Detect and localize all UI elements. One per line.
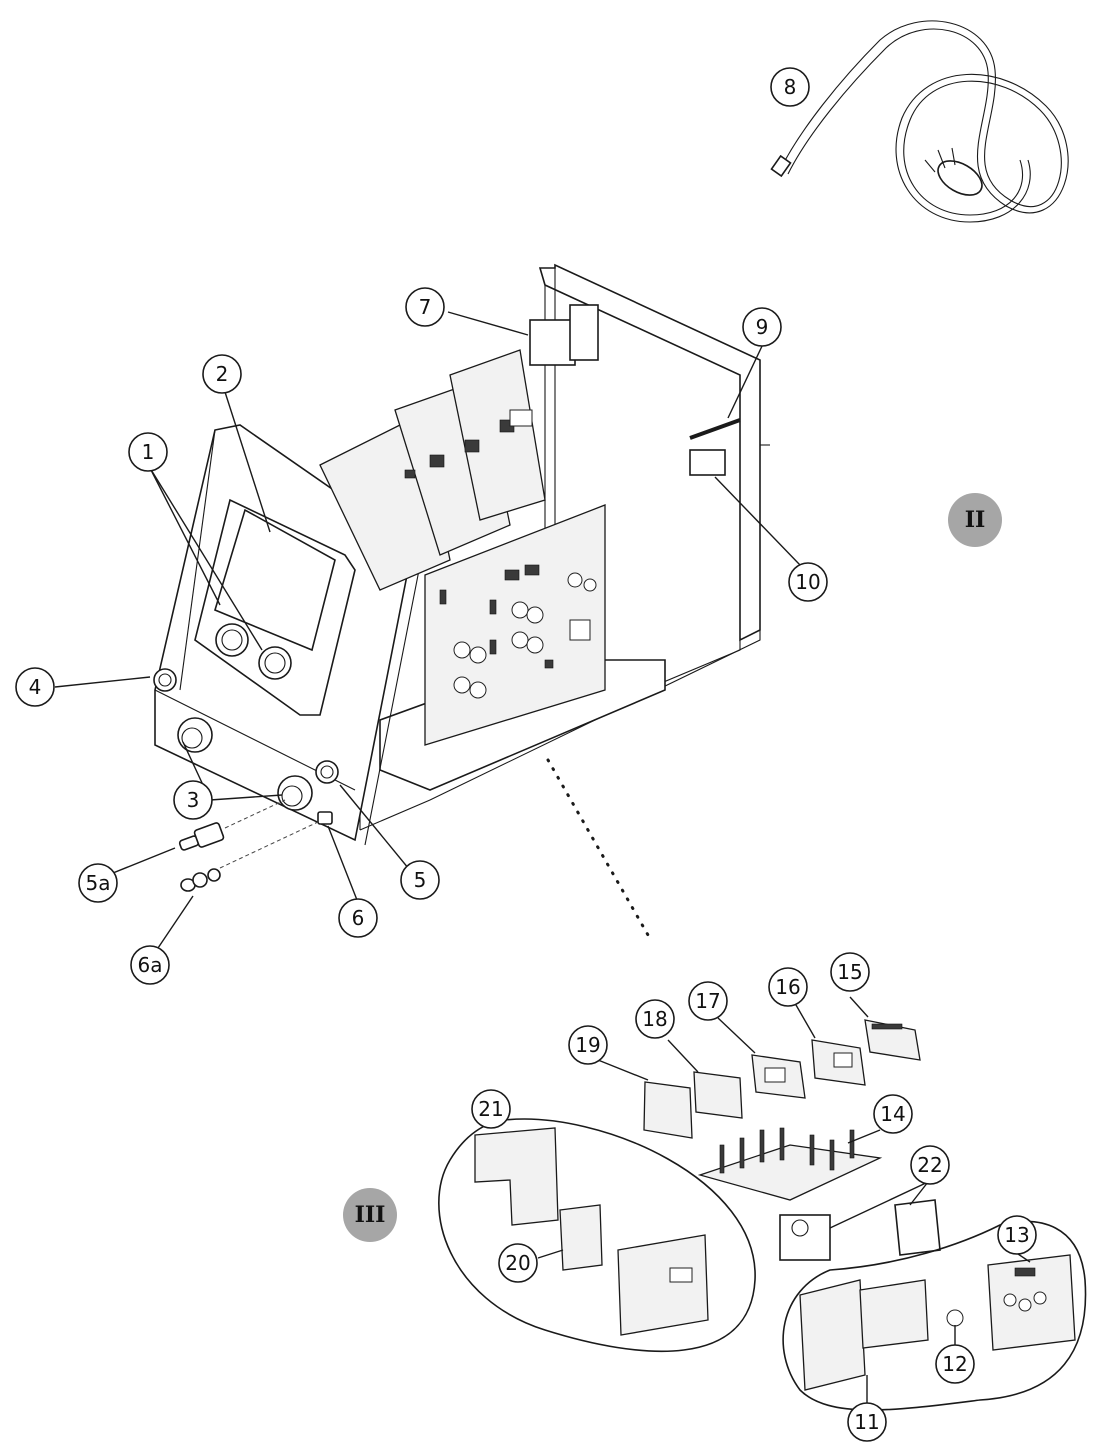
callout-label-11: 11 — [854, 1410, 879, 1434]
callout-label-13: 13 — [1004, 1223, 1029, 1247]
callout-label-9: 9 — [756, 315, 769, 339]
callout-label-15: 15 — [837, 960, 862, 984]
callout-label-6: 6 — [352, 906, 365, 930]
callout-22: 22 — [910, 1145, 950, 1185]
callout-12: 12 — [935, 1344, 975, 1384]
callout-5: 5 — [400, 860, 440, 900]
callout-13: 13 — [997, 1215, 1037, 1255]
callout-8: 8 — [770, 67, 810, 107]
callout-label-7: 7 — [419, 295, 432, 319]
callout-10: 10 — [788, 562, 828, 602]
group-badge-ii: II — [948, 493, 1002, 547]
callout-15: 15 — [830, 952, 870, 992]
callout-16: 16 — [768, 967, 808, 1007]
callout-label-16: 16 — [775, 975, 800, 999]
callout-4: 4 — [15, 667, 55, 707]
exploded-boards-drawing — [643, 1019, 941, 1261]
group-badge-ii-label: II — [965, 507, 986, 533]
group-20-21-boards-drawing — [474, 1127, 709, 1336]
callout-5a: 5a — [78, 863, 118, 903]
group-badge-iii-label: III — [355, 1202, 386, 1228]
callout-14: 14 — [873, 1094, 913, 1134]
callout-label-4: 4 — [29, 675, 42, 699]
callout-18: 18 — [635, 999, 675, 1039]
callout-1: 1 — [128, 432, 168, 472]
callout-label-5a: 5a — [86, 871, 111, 895]
callout-label-18: 18 — [642, 1007, 667, 1031]
callout-label-20: 20 — [505, 1251, 530, 1275]
callout-label-12: 12 — [942, 1352, 967, 1376]
callout-label-19: 19 — [575, 1033, 600, 1057]
callout-label-3: 3 — [187, 788, 200, 812]
callout-7: 7 — [405, 287, 445, 327]
board-components-drawing — [404, 409, 597, 699]
callout-6a: 6a — [130, 945, 170, 985]
fitting-6a-drawing — [180, 868, 221, 892]
callout-label-17: 17 — [695, 989, 720, 1013]
callout-21: 21 — [471, 1089, 511, 1129]
plug-5a-drawing — [178, 822, 225, 851]
callout-2: 2 — [202, 354, 242, 394]
callout-label-10: 10 — [795, 570, 820, 594]
callout-label-21: 21 — [478, 1097, 503, 1121]
callout-label-1: 1 — [142, 440, 155, 464]
callout-17: 17 — [688, 981, 728, 1021]
callout-label-14: 14 — [880, 1102, 905, 1126]
group-11-13-boards-drawing — [799, 1254, 1076, 1391]
group-outline-11-13 — [782, 1220, 1087, 1411]
callout-20: 20 — [498, 1243, 538, 1283]
chassis-drawing — [153, 263, 770, 944]
callout-9: 9 — [742, 307, 782, 347]
power-cable-drawing — [770, 20, 1069, 223]
callout-19: 19 — [568, 1025, 608, 1065]
callout-label-5: 5 — [414, 868, 427, 892]
leader-lines — [54, 311, 1031, 1405]
group-badge-iii: III — [343, 1188, 397, 1242]
callout-6: 6 — [338, 898, 378, 938]
callout-label-8: 8 — [784, 75, 797, 99]
callout-label-2: 2 — [216, 362, 229, 386]
callout-label-6a: 6a — [138, 953, 163, 977]
callout-3: 3 — [173, 780, 213, 820]
callout-11: 11 — [847, 1402, 887, 1442]
callout-label-22: 22 — [917, 1153, 942, 1177]
group-outline-20-21 — [438, 1118, 756, 1353]
